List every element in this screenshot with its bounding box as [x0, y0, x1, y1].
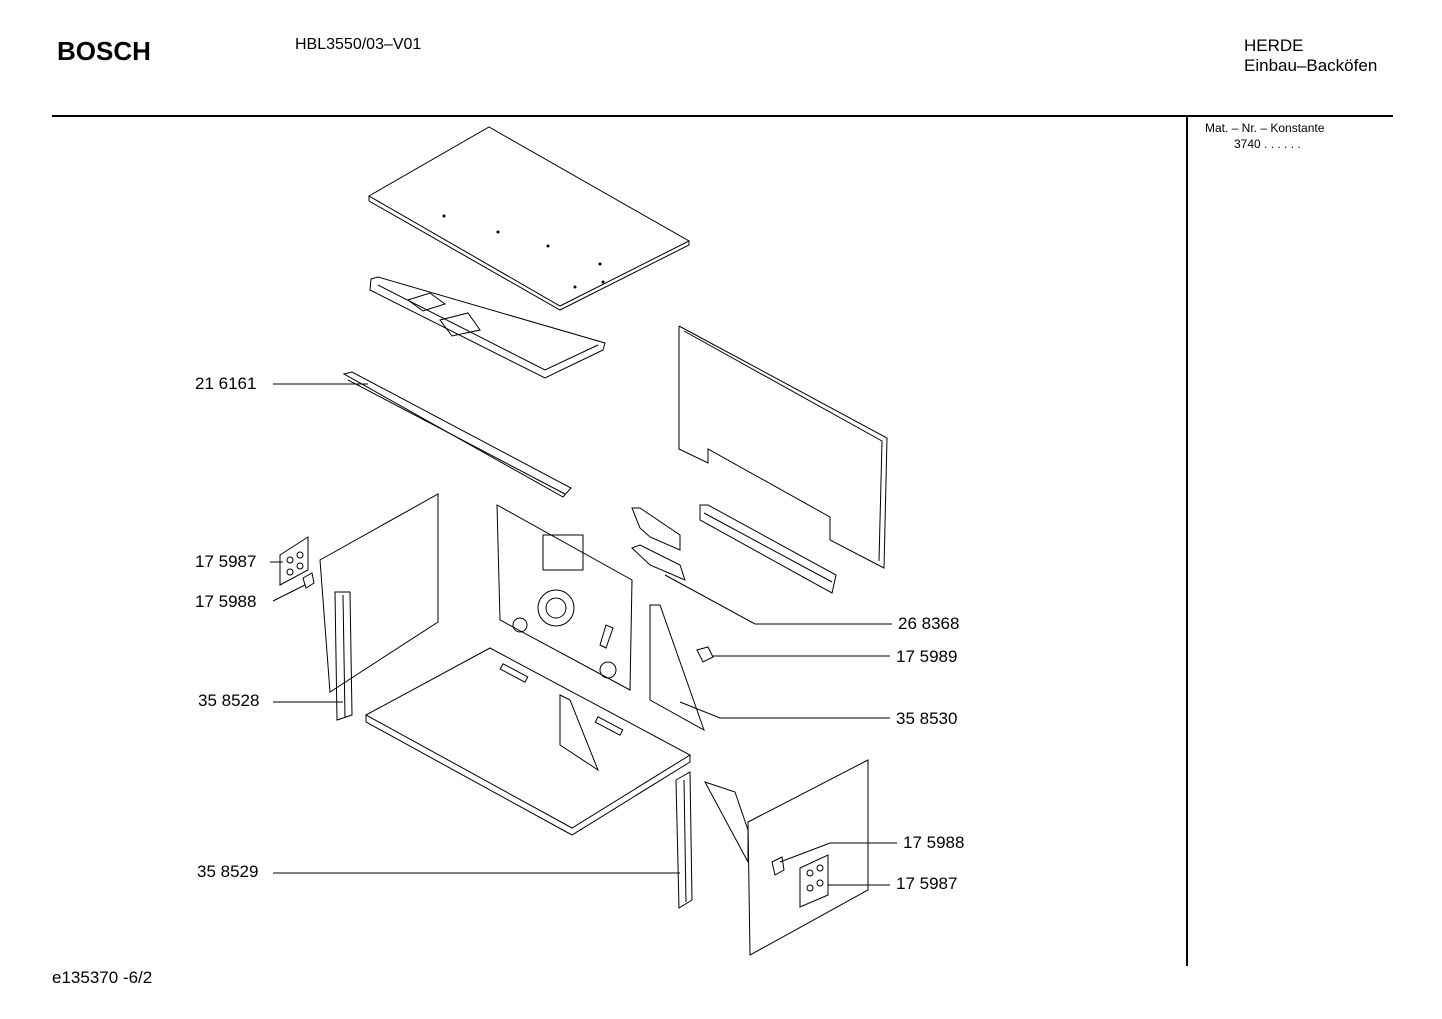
leader-268368	[664, 574, 892, 625]
bottom-plate	[364, 647, 692, 836]
hinge-plate-right	[799, 854, 829, 908]
leader-175988-left	[272, 584, 306, 602]
hinge-plate-left	[279, 536, 309, 586]
inner-side-358530	[649, 604, 705, 732]
leader-358530	[679, 701, 890, 719]
rear-rail	[699, 504, 837, 594]
category-title: HERDE	[1244, 36, 1304, 55]
clip-175988-left	[302, 572, 315, 589]
left-rail-358528	[334, 591, 353, 721]
top-frame-duct	[369, 276, 606, 379]
category-subtitle: Einbau–Backöfen	[1244, 56, 1378, 75]
part-label-175988-left: 17 5988	[195, 592, 257, 611]
part-label-175989: 17 5989	[896, 647, 958, 666]
top-cover-plate	[367, 126, 691, 311]
left-side-panel	[319, 493, 439, 693]
part-label-358528: 35 8528	[198, 691, 260, 710]
model-number: HBL3550/03–V01	[295, 36, 422, 53]
rear-panel	[678, 325, 888, 569]
part-label-175987-right: 17 5987	[896, 874, 958, 893]
part-label-358530: 35 8530	[896, 709, 958, 728]
material-number-label: Mat. – Nr. – Konstante	[1205, 121, 1325, 135]
part-label-216161: 21 6161	[195, 374, 257, 393]
clip-175989	[696, 646, 714, 663]
part-label-358529: 35 8529	[197, 862, 259, 881]
drawing-id: e135370 -6/2	[52, 968, 153, 987]
part-label-175987-left: 17 5987	[195, 552, 257, 571]
bracket-268368	[631, 507, 686, 581]
material-number-value: 3740 . . . . . .	[1234, 137, 1301, 151]
part-label-268368: 26 8368	[898, 614, 960, 633]
front-rail	[342, 371, 572, 498]
brand-logo: BOSCH	[57, 36, 151, 66]
right-rail-358529	[675, 771, 693, 909]
clip-175988-right	[771, 856, 785, 876]
leader-175988-right	[779, 842, 897, 863]
part-label-175988-right: 17 5988	[903, 833, 965, 852]
fan-rear-wall	[496, 504, 633, 691]
right-side-panel	[703, 759, 869, 956]
